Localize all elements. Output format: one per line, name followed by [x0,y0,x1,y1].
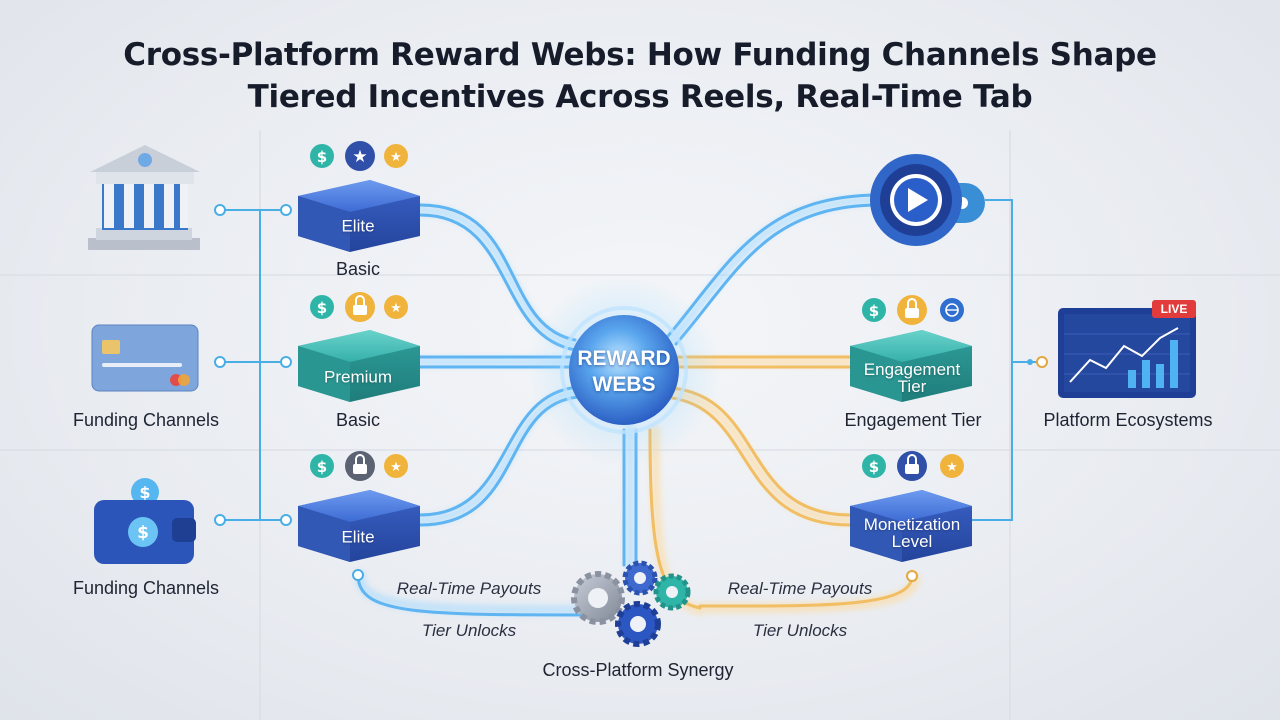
funding-channels-label-1: Funding Channels [72,410,220,430]
svg-text:★: ★ [946,460,958,475]
tier-box-label-engagement: Engagement Tier [864,361,960,395]
flow-label-right-unlocks: Tier Unlocks [752,621,848,640]
tier-caption-engagement: Engagement Tier [844,410,982,430]
flow-label-left-unlocks: Tier Unlocks [421,621,517,640]
dollar-badge-icon [310,144,334,168]
svg-text:$: $ [317,148,327,166]
tier-box-label-elite-bottom: Elite [341,527,375,547]
funding-channels-label-2: Funding Channels [72,578,220,598]
svg-text:$: $ [869,458,879,476]
flow-label-right-payouts: Real-Time Payouts [727,579,873,598]
badges-row-elite-bottom: $ ★ [310,451,408,481]
platform-ecosystems-label: Platform Ecosystems [1043,410,1213,430]
live-chart-icon [1058,308,1196,398]
flow-node [906,570,918,582]
live-badge: LIVE [1152,300,1196,318]
dollar-badge-icon [862,454,886,478]
left-connectors [218,209,286,521]
tier-box-label-engagement-line-1: Engagement [863,360,961,379]
hub-label-line-1: REWARD [577,347,671,370]
svg-text:★: ★ [390,301,402,316]
flow-node [352,569,364,581]
badges-row-engagement: $ [862,295,964,325]
badges-row-elite-top: $ ★ ★ [310,141,408,171]
svg-text:★: ★ [352,147,367,167]
badges-row-monetization: $ ★ [862,451,964,481]
title-line-2: Tiered Incentives Across Reels, Real-Tim… [247,79,1033,115]
page-title: Cross-Platform Reward Webs: How Funding … [0,34,1280,118]
hub-label-line-2: WEBS [592,373,656,396]
svg-text:★: ★ [390,150,402,165]
tier-box-label-monetization-line-1: Monetization [863,515,961,534]
bank-icon [88,145,200,250]
dollar-badge-icon [862,298,886,322]
tier-box-label-premium: Premium [323,367,393,387]
star-badge-icon [384,144,408,168]
hub-label: REWARD WEBS [577,346,670,398]
star-badge-icon [384,454,408,478]
right-connector-node [1036,356,1048,368]
tier-caption-premium: Basic [335,410,381,430]
dollar-badge-icon [310,454,334,478]
tier-box-elite-top [298,180,420,252]
hub-ring [560,306,688,434]
left-connector-node [214,514,226,526]
tier-box-label-monetization-line-2: Level [891,532,933,551]
star-badge-icon [940,454,964,478]
credit-card-icon [91,324,199,392]
tier-box-premium [298,330,420,402]
tier-box-label-engagement-line-2: Tier [897,377,927,396]
tier-box-label-monetization: Monetization Level [864,516,960,550]
star-badge-icon [384,295,408,319]
tier-caption-elite-top: Basic [335,259,381,279]
hub-circle [569,315,679,425]
flow-label-left-payouts: Real-Time Payouts [396,579,542,598]
title-line-1: Cross-Platform Reward Webs: How Funding … [123,37,1157,73]
svg-text:$: $ [317,458,327,476]
left-connector-node [280,356,292,368]
svg-text:$: $ [139,483,150,502]
svg-text:$: $ [137,523,149,543]
right-connector-node [1027,359,1033,365]
tier-box-elite-bottom [298,490,420,562]
tier-box-monetization [850,490,972,562]
tier-box-label-elite-top: Elite [341,216,375,236]
star-badge-icon [345,141,375,171]
left-connector-node [214,204,226,216]
tier-box-engagement [850,330,972,402]
left-connector-node [214,356,226,368]
badges-row-premium: $ ★ [310,292,408,322]
cross-platform-synergy-label: Cross-Platform Synergy [542,660,734,680]
left-connector-node [280,514,292,526]
svg-text:$: $ [869,302,879,320]
left-connector-node [280,204,292,216]
dollar-badge-icon [310,295,334,319]
svg-text:★: ★ [390,460,402,475]
wallet-icon: $ $ [94,478,196,564]
svg-text:$: $ [317,299,327,317]
play-button-icon [870,154,985,246]
gears-icon [571,560,691,647]
